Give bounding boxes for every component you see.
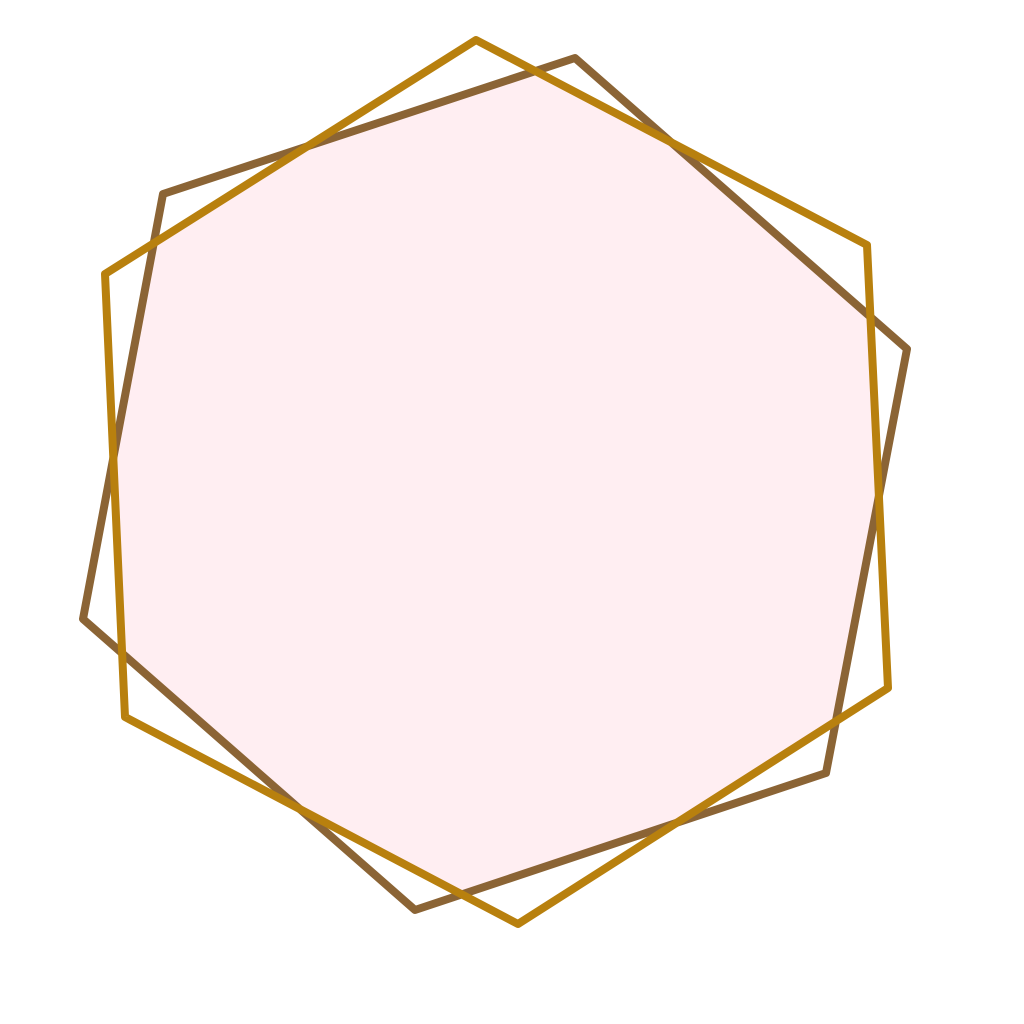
hexagon-front bbox=[101, 36, 892, 928]
overlap-fill bbox=[105, 58, 888, 910]
hexagon-back bbox=[79, 54, 911, 914]
